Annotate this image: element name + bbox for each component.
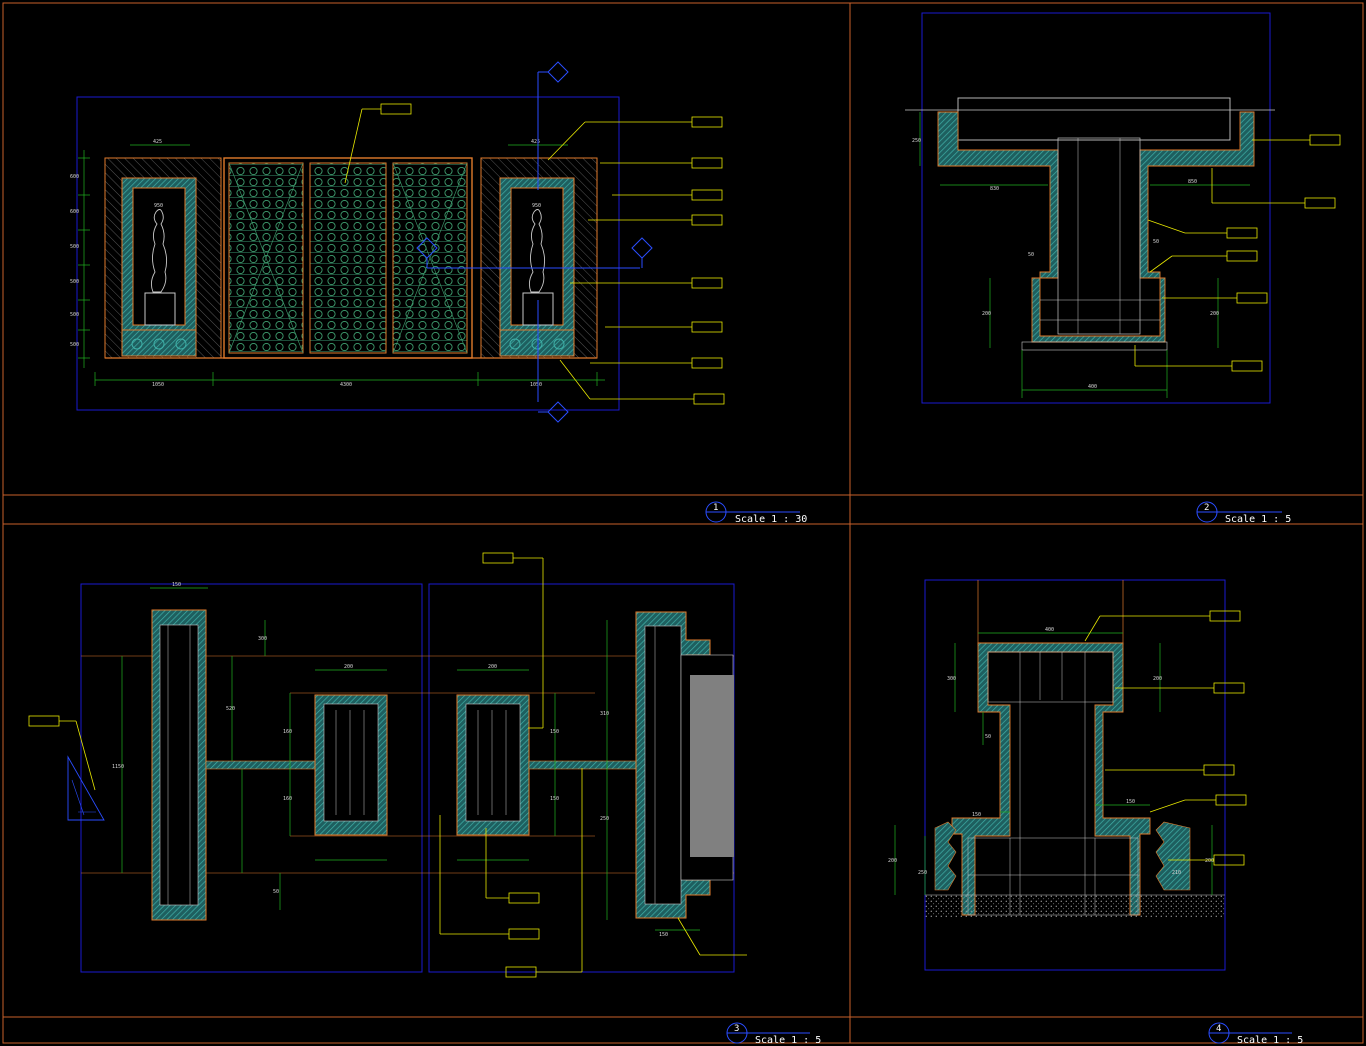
dim-label: 250 [600, 816, 609, 822]
dim-label: 50 [1153, 239, 1159, 245]
dim-label: 520 [226, 706, 235, 712]
dim-label: 1050 [152, 382, 164, 388]
section-4-leaders [1084, 610, 1247, 866]
dim-label: 200 [488, 664, 497, 670]
dim-label: 950 [154, 203, 163, 209]
dim-label: 150 [172, 582, 181, 588]
scale-label: Scale 1 : 5 [755, 1035, 821, 1046]
elevation-leaders [344, 103, 725, 405]
dim-label: 500 [70, 342, 79, 348]
section-triangle-icon [67, 755, 105, 821]
dim-label: 50 [985, 734, 991, 740]
view-number: 3 [734, 1024, 739, 1034]
section-marker-bottom-icon[interactable] [537, 300, 569, 423]
dim-label: 200 [982, 311, 991, 317]
section-view-4[interactable]: 400 300 200 50 150 150 200 200 250 210 [888, 579, 1247, 971]
dim-label: 850 [1188, 179, 1197, 185]
viewport-1 [76, 96, 620, 411]
left-niche [121, 177, 197, 357]
plan-3-dimensions [121, 587, 700, 931]
plan-view-3[interactable]: 150 300 1150 520 160 160 200 200 250 50 … [28, 552, 747, 978]
section-4-body [925, 580, 1225, 917]
elevation-view[interactable]: 1050 4300 1050 425 425 950 950 600 600 5… [70, 61, 725, 423]
dim-label: 150 [550, 796, 559, 802]
plan-3-leaders [28, 552, 747, 978]
dim-label: 425 [153, 139, 162, 145]
dim-label: 500 [70, 279, 79, 285]
dim-label: 150 [659, 932, 668, 938]
section-2-dimensions [919, 112, 1250, 398]
dim-label: 1150 [112, 764, 124, 770]
dim-label: 400 [1045, 627, 1054, 633]
dim-label: 150 [972, 812, 981, 818]
dim-label: 400 [1088, 384, 1097, 390]
dim-label: 150 [1126, 799, 1135, 805]
dim-label: 500 [70, 312, 79, 318]
section-2-leaders [1134, 134, 1341, 372]
scale-label: Scale 1 : 5 [1225, 514, 1291, 525]
right-column [635, 611, 734, 919]
section-2-body [905, 97, 1275, 351]
dim-label: 200 [888, 858, 897, 864]
dim-label: 150 [550, 729, 559, 735]
dim-label: 950 [532, 203, 541, 209]
dim-label: 600 [70, 209, 79, 215]
dim-label: 200 [1205, 858, 1214, 864]
dim-label: 250 [918, 870, 927, 876]
statue-icon [150, 209, 168, 293]
section-view-2[interactable]: 250 830 50 850 50 200 200 400 [905, 12, 1341, 404]
dim-label: 300 [947, 676, 956, 682]
dim-label: 200 [1210, 311, 1219, 317]
left-box [314, 694, 388, 836]
dim-label: 830 [990, 186, 999, 192]
section-marker-top-icon[interactable] [537, 61, 569, 190]
section-4-dimensions [894, 632, 1213, 895]
dim-label: 200 [344, 664, 353, 670]
scale-label: Scale 1 : 30 [735, 514, 807, 525]
dim-label: 210 [1172, 870, 1181, 876]
view-title-4[interactable]: 4 Scale 1 : 5 [1208, 1022, 1303, 1046]
wine-rack [223, 157, 473, 359]
viewport-2 [921, 12, 1271, 404]
dim-label: 425 [531, 139, 540, 145]
grey-panel [690, 675, 734, 857]
dim-label: 50 [1028, 252, 1034, 258]
section-marker-mid-icon[interactable] [416, 237, 653, 269]
view-title-3[interactable]: 3 Scale 1 : 5 [726, 1022, 821, 1046]
view-number: 1 [713, 503, 718, 513]
view-number: 4 [1216, 1024, 1221, 1034]
right-niche [499, 177, 575, 357]
view-title-1[interactable]: 1 Scale 1 : 30 [705, 501, 807, 525]
dim-label: 310 [600, 711, 609, 717]
statue-icon [528, 209, 546, 293]
triangle-detail-icon [71, 779, 96, 816]
dim-label: 4300 [340, 382, 352, 388]
viewport-3a [80, 583, 423, 973]
dim-label: 1050 [530, 382, 542, 388]
dim-label: 160 [283, 729, 292, 735]
dim-label: 50 [273, 889, 279, 895]
dim-label: 250 [912, 138, 921, 144]
view-title-2[interactable]: 2 Scale 1 : 5 [1196, 501, 1291, 525]
scale-label: Scale 1 : 5 [1237, 1035, 1303, 1046]
left-column [151, 609, 317, 921]
view-number: 2 [1204, 503, 1209, 513]
right-box [456, 694, 640, 836]
dim-label: 160 [283, 796, 292, 802]
gravel-base [925, 895, 1225, 917]
dim-label: 600 [70, 174, 79, 180]
dim-label: 300 [258, 636, 267, 642]
dim-label: 200 [1153, 676, 1162, 682]
dim-label: 500 [70, 244, 79, 250]
